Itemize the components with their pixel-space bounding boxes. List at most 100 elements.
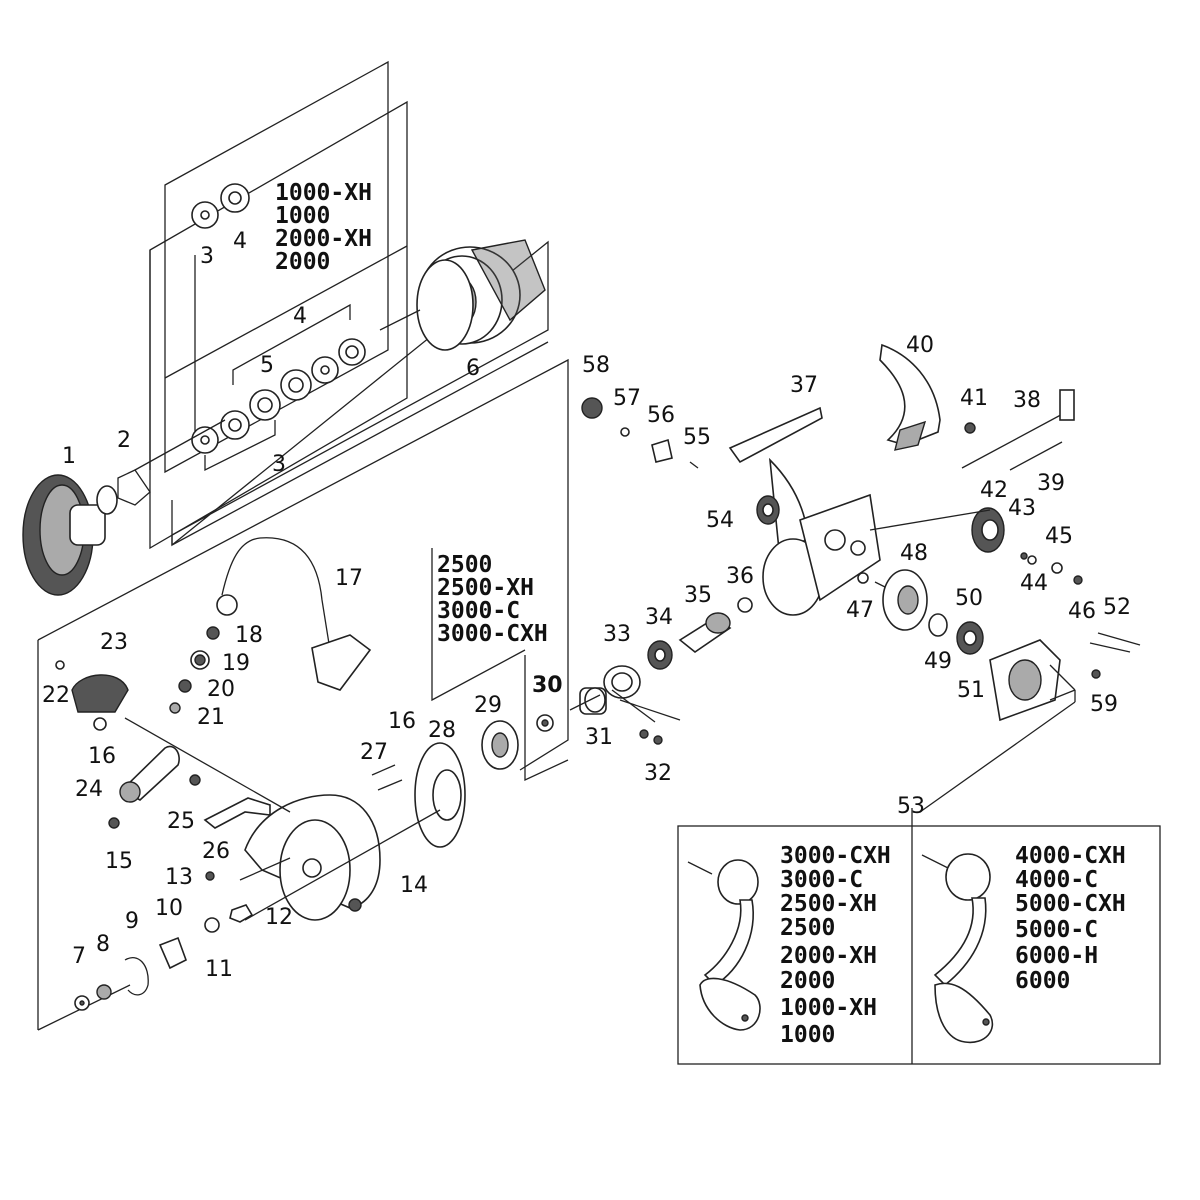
spool-upper-model: 2000 (275, 249, 330, 275)
screw-part-46 (1073, 575, 1083, 585)
part-number: 53 (897, 794, 925, 819)
handle-large-model: 5000-C (1015, 917, 1098, 943)
part-number: 11 (205, 957, 233, 982)
screw-part-59 (1091, 669, 1101, 679)
bearing-part-31 (579, 687, 607, 715)
bearing-part-34 (647, 640, 673, 670)
handle-small-model: 3000-C (780, 867, 863, 893)
part-number: 12 (265, 905, 293, 930)
drive-gear-part-48 (874, 569, 928, 631)
spool-upper-model: 2000-XH (275, 226, 372, 252)
part-number: 1 (62, 444, 76, 469)
part-number: 56 (647, 403, 675, 428)
part-number: 4 (233, 229, 247, 254)
washers-lower (191, 303, 366, 472)
part-number: 52 (1103, 595, 1131, 620)
plate-part-28 (414, 742, 466, 848)
model-box-2500 (431, 548, 569, 782)
part-number: 33 (603, 622, 631, 647)
part-number: 40 (906, 333, 934, 358)
part-number: 24 (75, 777, 103, 802)
part-number: 16 (88, 744, 116, 769)
nut-part-29 (481, 720, 519, 770)
part-number: 31 (585, 725, 613, 750)
part-number: 9 (125, 909, 139, 934)
part-number: 20 (207, 677, 235, 702)
handle-small-model: 2000-XH (780, 943, 877, 969)
part-number: 10 (155, 896, 183, 921)
part-number: 47 (846, 598, 874, 623)
part-number: 36 (726, 564, 754, 589)
part-number: 17 (335, 566, 363, 591)
part-number: 38 (1013, 388, 1041, 413)
washer-part-30 (536, 714, 554, 732)
spool-lower-model: 2500 (437, 552, 492, 578)
handle-large-model: 4000-C (1015, 867, 1098, 893)
part-number: 5 (260, 353, 274, 378)
spool-part-6 (416, 239, 546, 351)
bail-small-parts (169, 626, 220, 714)
part-number: 23 (100, 630, 128, 655)
part-number: 6 (466, 356, 480, 381)
handle-small-model: 2000 (780, 968, 835, 994)
part-number: 29 (474, 693, 502, 718)
part-number: 57 (613, 386, 641, 411)
part-number: 13 (165, 865, 193, 890)
washers-upper (191, 183, 250, 229)
part-number: 41 (960, 386, 988, 411)
part-number: 3 (200, 244, 214, 269)
part-number: 43 (1008, 496, 1036, 521)
washer-part-47 (857, 572, 869, 584)
part-number: 16 (388, 709, 416, 734)
part-number: 26 (202, 839, 230, 864)
spool-lower-model-list: 2500 2500-XH 3000-C 3000-CXH (437, 552, 548, 647)
part-number: 25 (167, 809, 195, 834)
spool-lower-model: 3000-CXH (437, 621, 548, 647)
arm-lever-part-24 (93, 717, 201, 829)
part-number: 42 (980, 478, 1008, 503)
handle-large-graphic (921, 853, 994, 1044)
spool-lower-model: 3000-C (437, 598, 520, 624)
part-number: 28 (428, 718, 456, 743)
line-roller-parts (581, 397, 780, 525)
part-number: 18 (235, 623, 263, 648)
part-number: 44 (1020, 571, 1048, 596)
part-number: 3 (272, 452, 286, 477)
rotor-part-14 (244, 794, 381, 921)
part-number: 2 (117, 428, 131, 453)
part-number: 4 (293, 304, 307, 329)
spool-group-frames (149, 60, 549, 550)
assembly-leader-lines (124, 309, 1076, 921)
nut-part-41 (964, 422, 976, 434)
handle-small-model: 1000-XH (780, 995, 877, 1021)
part-number: 55 (683, 425, 711, 450)
part-number: 54 (706, 508, 734, 533)
handle-small-graphic (687, 859, 761, 1031)
part-number: 59 (1090, 692, 1118, 717)
part-number: 21 (197, 705, 225, 730)
washer-part-44 (1027, 555, 1037, 565)
part-number: 51 (957, 678, 985, 703)
part-number: 37 (790, 373, 818, 398)
part-number: 32 (644, 761, 672, 786)
screws-part-27 (371, 764, 403, 791)
bail-arm-part-23 (55, 660, 129, 713)
retainer-part-33 (603, 665, 681, 745)
handle-small-model: 3000-CXH (780, 843, 891, 869)
part-number: 30 (532, 673, 563, 698)
handle-small-model-list: 3000-CXH 3000-C 2500-XH 2500 2000-XH 200… (780, 843, 891, 1048)
pin-part-43 (1020, 552, 1028, 560)
shaft-part-38-39 (961, 389, 1075, 471)
part-number: 19 (222, 651, 250, 676)
part-number: 22 (42, 683, 70, 708)
bail-wire-part-17 (216, 537, 372, 691)
part-number: 15 (105, 849, 133, 874)
part-number: 14 (400, 873, 428, 898)
handle-large-model: 4000-CXH (1015, 843, 1126, 869)
body-part-37 (728, 406, 881, 616)
handle-box-frame (677, 808, 1161, 1065)
handle-large-model-list: 4000-CXH 4000-C 5000-CXH 5000-C 6000-H 6… (1015, 843, 1126, 994)
part-number-labels: 1 2 3 3 4 4 5 6 7 8 9 10 11 12 13 14 15 … (42, 229, 1131, 982)
handle-small-model: 2500 (780, 915, 835, 941)
